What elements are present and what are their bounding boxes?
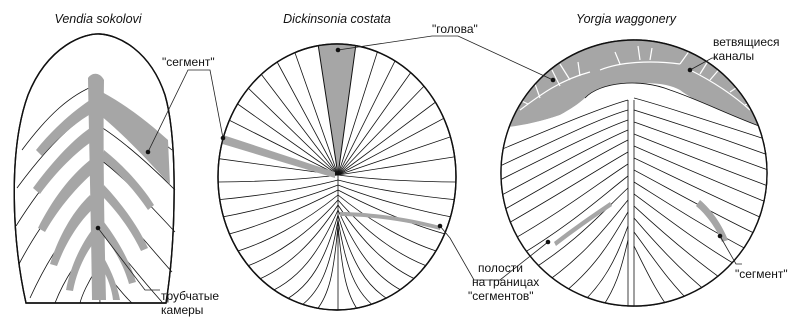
dot-yorgia-head: [551, 78, 556, 83]
dot-dickinsonia-head: [336, 48, 341, 53]
dickinsonia-fossil: [214, 44, 460, 315]
label-segment-right: "сегмент": [735, 267, 788, 281]
dot-branching: [688, 68, 693, 73]
title-dickinsonia: Dickinsonia costata: [283, 12, 391, 26]
label-cavities-line3: "сегментов": [468, 289, 534, 303]
dot-vendia-segment: [146, 150, 151, 155]
label-head: "голова": [432, 22, 478, 36]
label-tubular-line2: камеры: [161, 303, 203, 317]
dot-yorgia-segment: [718, 234, 723, 239]
label-branching-line2: каналы: [713, 49, 754, 63]
label-cavities-line1: полости: [478, 261, 523, 275]
dot-tubular: [96, 226, 101, 231]
label-segment-left: "сегмент": [162, 55, 215, 69]
dot-dickinsonia-segment: [221, 136, 226, 141]
dot-yorgia-cavity: [546, 240, 551, 245]
yorgia-fossil: [500, 40, 770, 320]
title-vendia: Vendia sokolovi: [54, 12, 142, 26]
dot-dickinsonia-cavity: [438, 224, 443, 229]
label-cavities-line2: на границах: [472, 275, 539, 289]
title-yorgia: Yorgia waggonery: [576, 12, 677, 26]
label-tubular-line1: трубчатые: [161, 289, 219, 303]
vendia-fossil: [14, 34, 175, 303]
label-branching-line1: ветвящиеся: [713, 35, 780, 49]
